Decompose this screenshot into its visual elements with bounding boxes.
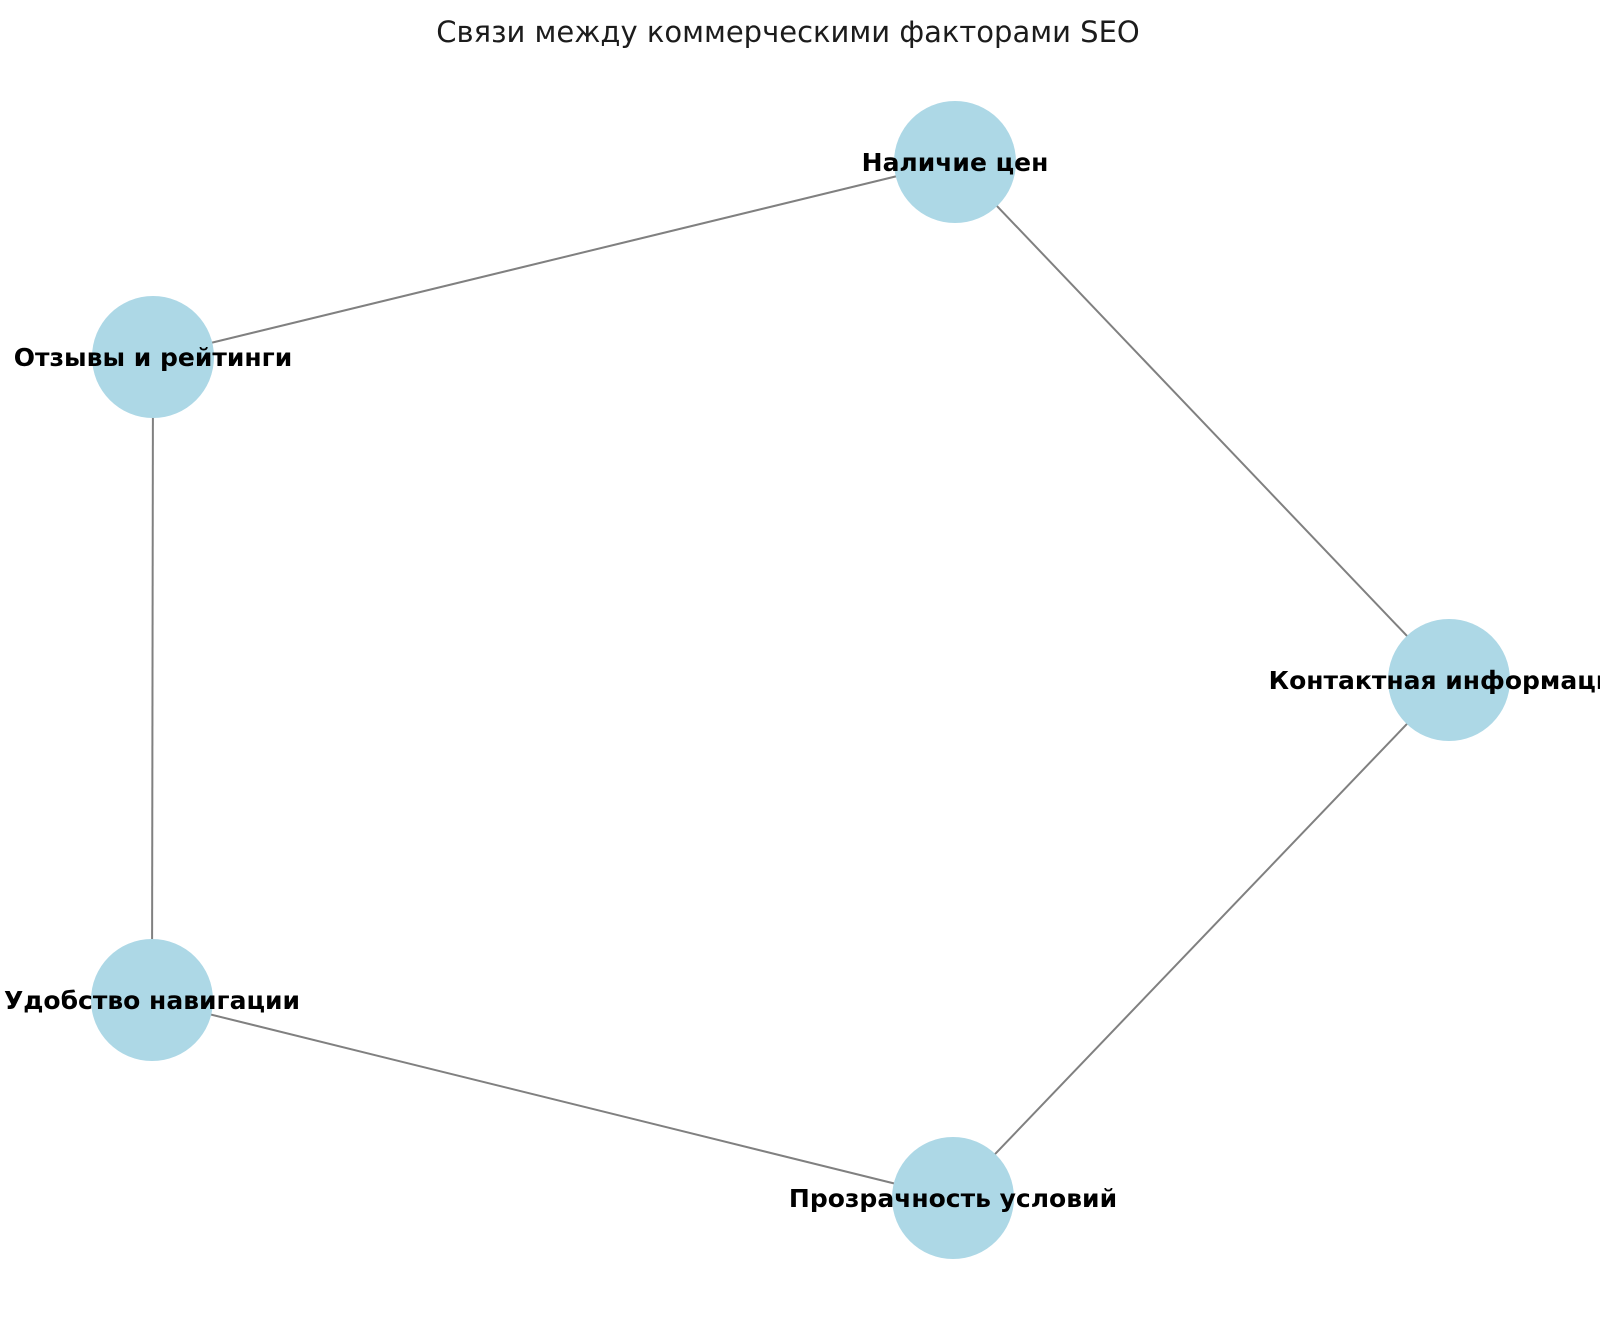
node-contacts <box>1388 619 1510 741</box>
nodes-layer <box>91 101 1510 1259</box>
node-label-contacts: Контактная информация <box>1269 666 1600 695</box>
edge-transparency-contacts <box>952 679 1450 1199</box>
node-reviews <box>92 296 214 418</box>
node-label-reviews: Отзывы и рейтинги <box>14 343 292 372</box>
edge-reviews-navigation <box>151 356 154 1001</box>
edges-layer <box>151 161 1450 1199</box>
edge-prices-contacts <box>954 161 1450 681</box>
node-label-navigation: Удобство навигации <box>4 986 300 1015</box>
node-label-transparency: Прозрачность условий <box>789 1184 1117 1213</box>
chart-title: Связи между коммерческими факторами SEO <box>436 15 1140 49</box>
node-prices <box>894 101 1016 223</box>
node-transparency <box>892 1137 1014 1259</box>
node-label-prices: Наличие цен <box>862 148 1049 177</box>
edge-prices-reviews <box>152 161 956 358</box>
edge-navigation-transparency <box>151 999 954 1199</box>
node-navigation <box>91 939 213 1061</box>
